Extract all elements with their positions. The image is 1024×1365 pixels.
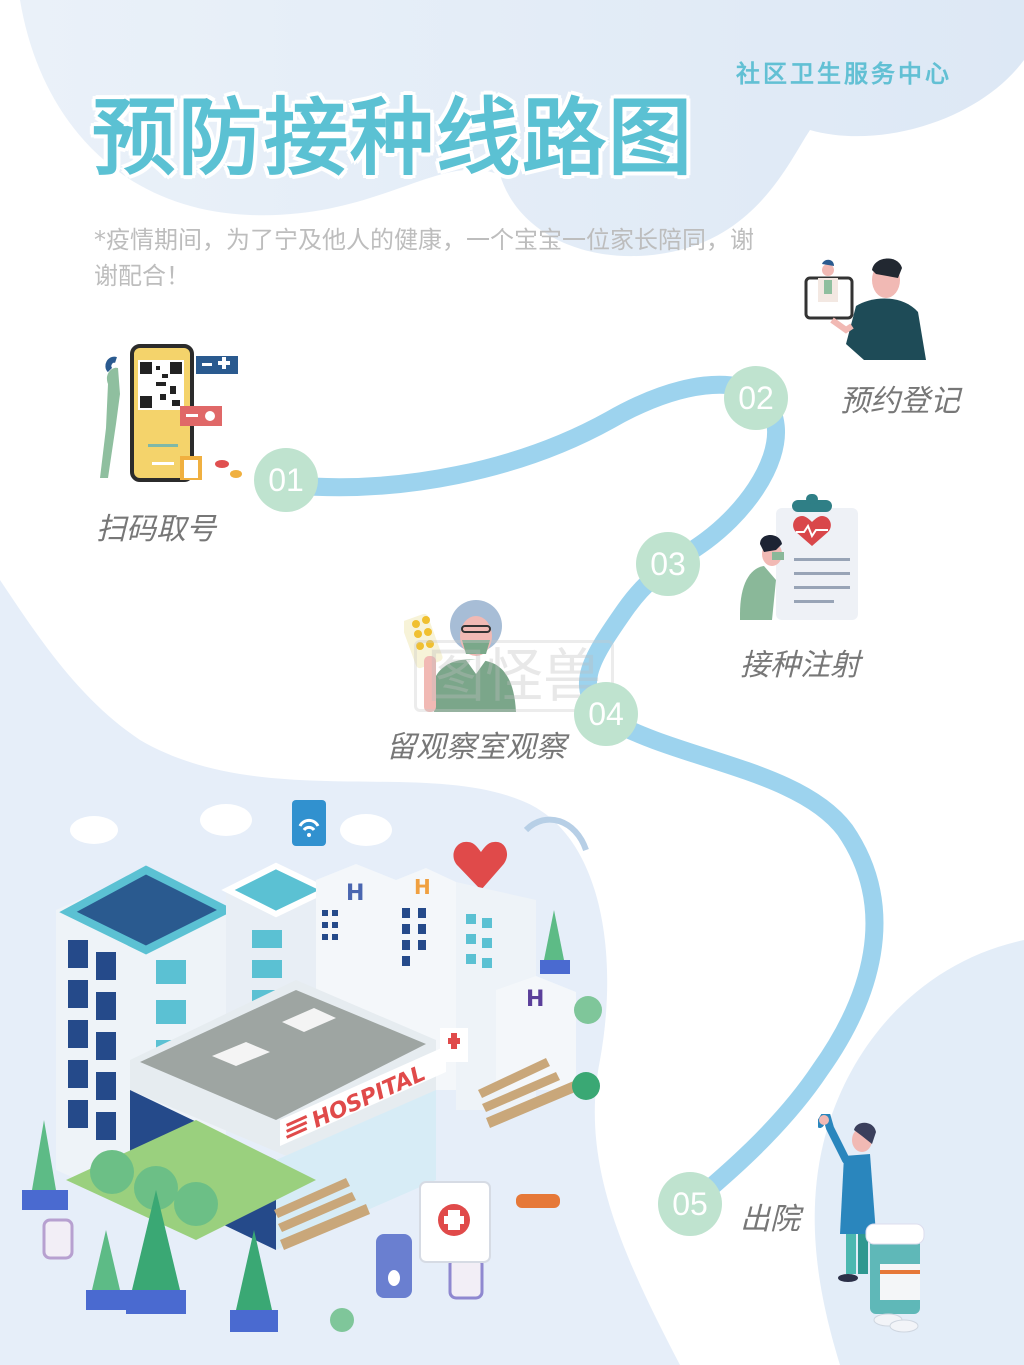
step-03-circle: 03: [636, 532, 700, 596]
step-01-label: 扫码取号: [96, 512, 216, 547]
step-03-label: 接种注射: [740, 648, 860, 683]
step-04-label: 留观察室观察: [386, 730, 566, 765]
org-name: 社区卫生服务中心: [736, 60, 952, 88]
step-number: 04: [588, 695, 624, 732]
step-04-circle: 04: [574, 682, 638, 746]
step-01-circle: 01: [254, 448, 318, 512]
step-02-circle: 02: [724, 366, 788, 430]
step-number: 03: [650, 545, 686, 582]
page-title: 预防接种线路图: [92, 89, 695, 187]
tablet-registration-icon: [804, 258, 926, 360]
step-number: 02: [738, 379, 774, 416]
svg-text:H: H: [414, 875, 431, 899]
qr-code-phone-icon: [100, 344, 242, 482]
hospital-building-illustration: H H H HOSPITAL: [22, 800, 602, 1332]
clipboard-heart-icon: [740, 494, 858, 620]
step-02-label: 预约登记: [840, 384, 960, 419]
step-number: 01: [268, 461, 304, 498]
step-number: 05: [672, 1185, 708, 1222]
notice-text: *疫情期间，为了宁及他人的健康，一个宝宝一位家长陪同，谢谢配合！: [94, 226, 754, 290]
elderly-pills-icon: [404, 600, 516, 712]
doctor-medicine-bottle-icon: [818, 1114, 925, 1333]
svg-text:H: H: [526, 987, 544, 1012]
step-05-circle: 05: [658, 1172, 722, 1236]
svg-text:H: H: [346, 881, 364, 906]
step-05-label: 出院: [740, 1202, 800, 1237]
